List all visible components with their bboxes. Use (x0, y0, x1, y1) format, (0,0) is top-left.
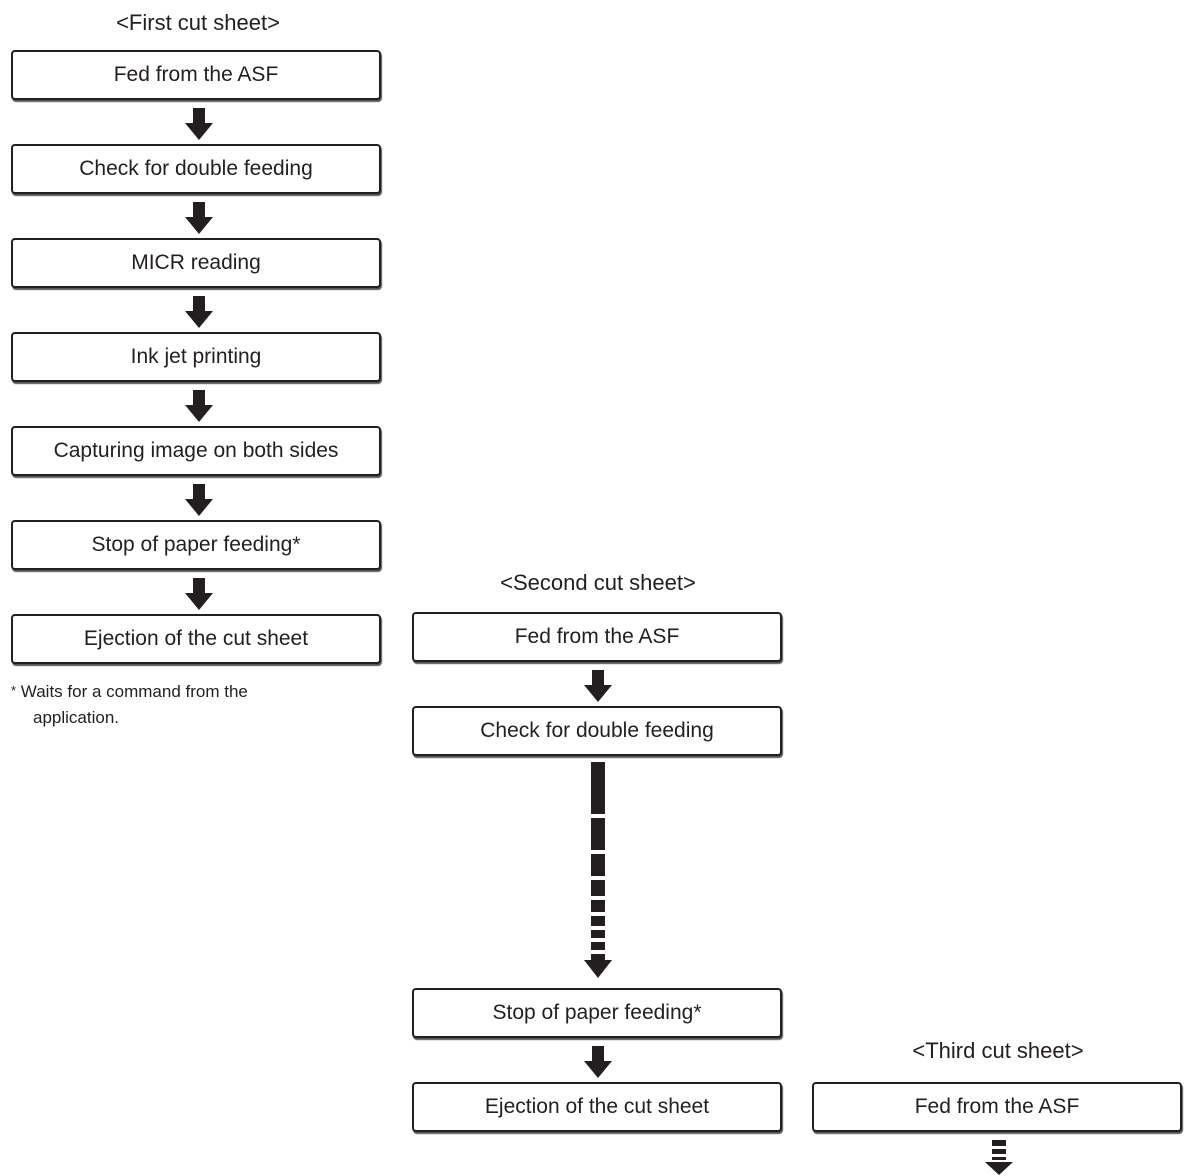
footnote-text-1: Waits for a command from the (20, 682, 248, 701)
down-arrow-icon (185, 484, 213, 516)
down-arrow-icon (584, 1046, 612, 1078)
down-arrow-icon (584, 670, 612, 702)
second-step-ejection: Ejection of the cut sheet (412, 1082, 782, 1132)
down-arrow-icon (185, 296, 213, 328)
down-arrow-icon (185, 108, 213, 140)
first-step-ejection: Ejection of the cut sheet (11, 614, 381, 664)
first-sheet-title: <First cut sheet> (116, 10, 280, 35)
second-step-fed-from-asf: Fed from the ASF (412, 612, 782, 662)
first-step-capturing-image: Capturing image on both sides (11, 426, 381, 476)
down-arrow-icon (185, 390, 213, 422)
first-step-check-double-feeding: Check for double feeding (11, 144, 381, 194)
first-step-ink-jet-printing: Ink jet printing (11, 332, 381, 382)
third-step-fed-from-asf: Fed from the ASF (812, 1082, 1182, 1132)
second-step-stop-paper-feeding: Stop of paper feeding* (412, 988, 782, 1038)
down-arrow-icon (185, 578, 213, 610)
dashed-down-arrow-icon (985, 1140, 1013, 1175)
footnote-line-1: * Waits for a command from the (11, 678, 248, 705)
footnote: * Waits for a command from the applicati… (11, 678, 248, 731)
first-step-micr-reading: MICR reading (11, 238, 381, 288)
dashed-down-arrow-icon (584, 762, 612, 978)
down-arrow-icon (185, 202, 213, 234)
second-sheet-title: <Second cut sheet> (500, 570, 696, 595)
asterisk-mark: * (11, 683, 17, 698)
footnote-line-2: application. (33, 708, 120, 727)
first-step-fed-from-asf: Fed from the ASF (11, 50, 381, 100)
third-sheet-title: <Third cut sheet> (912, 1038, 1084, 1063)
first-step-stop-paper-feeding: Stop of paper feeding* (11, 520, 381, 570)
second-step-check-double-feeding: Check for double feeding (412, 706, 782, 756)
